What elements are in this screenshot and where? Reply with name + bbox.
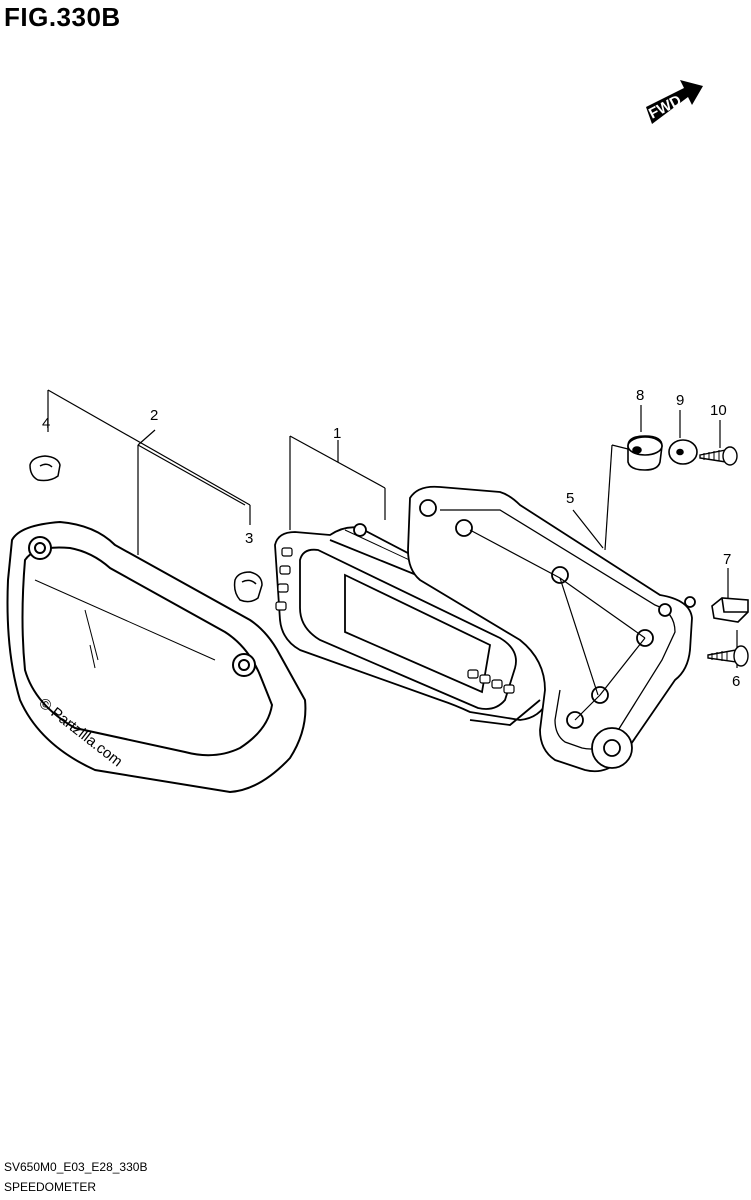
- callout-2: 2: [150, 407, 158, 424]
- part-3-cap: [233, 571, 263, 603]
- fwd-arrow-icon: FWD: [646, 80, 703, 124]
- footer-name: SPEEDOMETER: [4, 1180, 97, 1194]
- callout-8: 8: [636, 387, 644, 404]
- figure-title: FIG.330B: [4, 2, 121, 32]
- callout-5: 5: [566, 490, 574, 507]
- part-10-screw: [699, 446, 738, 466]
- callout-10: 10: [710, 402, 727, 419]
- part-9-washer: [668, 439, 698, 465]
- part-2-cover: [6, 520, 307, 794]
- part-7-clip: [711, 597, 749, 623]
- callout-3: 3: [245, 530, 253, 547]
- callout-4: 4: [42, 415, 50, 432]
- callout-1: 1: [333, 425, 341, 442]
- part-4-cap: [29, 455, 61, 482]
- callout-7: 7: [723, 551, 731, 568]
- callout-9: 9: [676, 392, 684, 409]
- footer-code: SV650M0_E03_E28_330B: [4, 1160, 148, 1174]
- part-6-screw: [707, 645, 749, 667]
- fwd-label: FWD: [646, 92, 684, 123]
- part-8-grommet: [627, 435, 663, 471]
- part-5-case: [407, 485, 696, 773]
- callout-6: 6: [732, 673, 740, 690]
